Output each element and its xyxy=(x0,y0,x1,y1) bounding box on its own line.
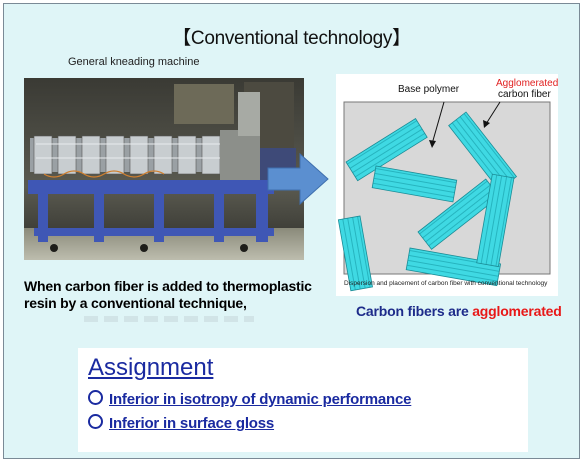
slide-title: 【Conventional technology】 xyxy=(172,28,411,49)
circle-bullet-icon xyxy=(88,390,103,405)
right-arrow-icon xyxy=(267,152,329,206)
fiber-dispersion-diagram: Base polymer Agglomerated carbon fiber D… xyxy=(336,74,558,296)
agglomerated-label: Agglomerated xyxy=(496,78,559,89)
diagram-caption: Dispersion and placement of carbon fiber… xyxy=(344,280,548,287)
conventional-note: When carbon fiber is added to thermoplas… xyxy=(24,278,312,311)
carbon-fiber-label: carbon fiber xyxy=(498,89,551,100)
assignment-box: Assignment Inferior in isotropy of dynam… xyxy=(78,348,528,452)
assignment-item-2: Inferior in surface gloss xyxy=(88,414,274,432)
kneading-machine-photo xyxy=(24,78,304,260)
assignment-item-text: Inferior in isotropy of dynamic performa… xyxy=(109,391,412,408)
fiber-6 xyxy=(405,247,502,287)
fiber-7 xyxy=(476,173,515,268)
result-highlight: agglomerated xyxy=(472,303,562,319)
result-prefix: Carbon fibers are xyxy=(356,303,473,319)
fiber-1 xyxy=(345,117,428,182)
fiber-4 xyxy=(337,215,373,292)
faint-text-artifact xyxy=(84,316,254,322)
fiber-2 xyxy=(371,165,458,203)
base-polymer-label: Base polymer xyxy=(398,84,460,95)
result-statement: Carbon fibers are agglomerated xyxy=(356,303,562,319)
slide: 【Conventional technology】 General kneadi… xyxy=(3,3,580,459)
machine-caption: General kneading machine xyxy=(68,56,200,68)
assignment-item-1: Inferior in isotropy of dynamic performa… xyxy=(88,390,411,408)
assignment-item-text: Inferior in surface gloss xyxy=(109,415,275,432)
circle-bullet-icon xyxy=(88,414,103,429)
assignment-heading: Assignment xyxy=(88,354,214,381)
